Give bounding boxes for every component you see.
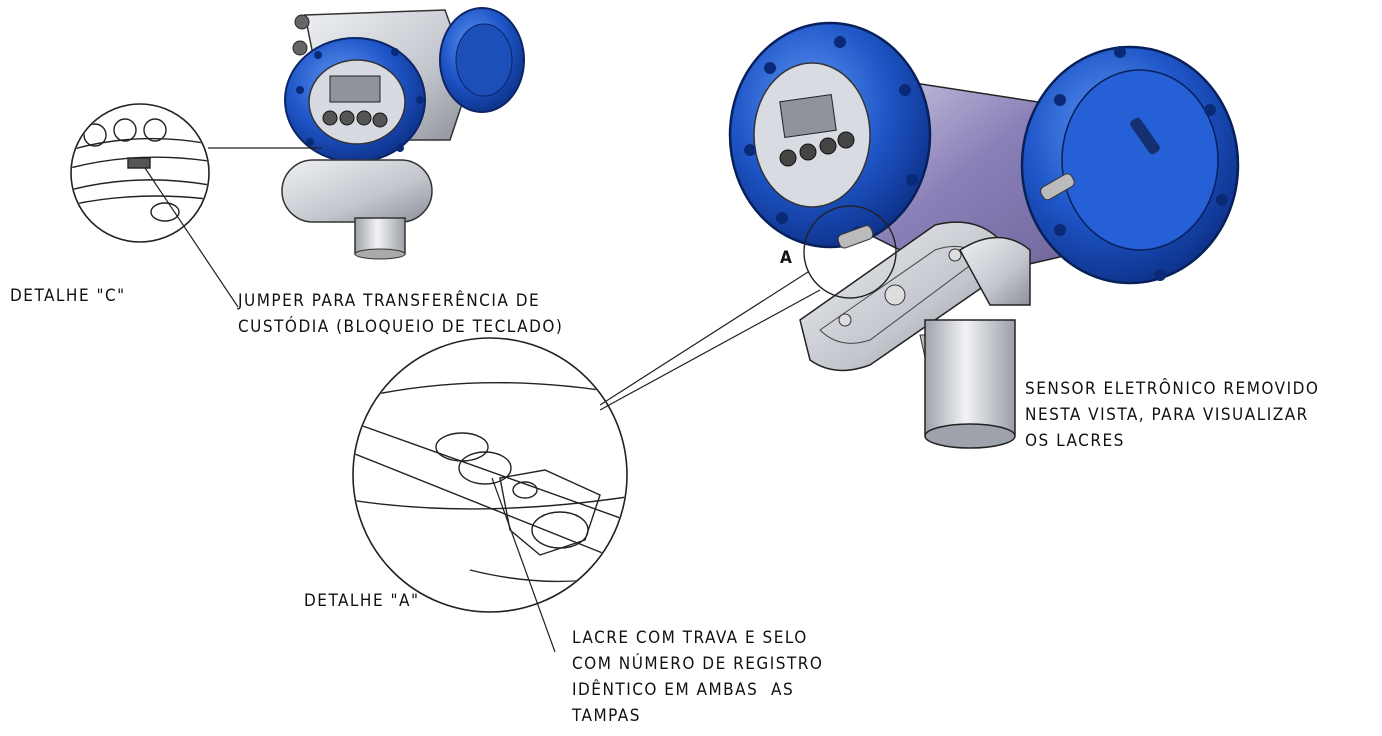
callout-a-text: A [780,248,794,268]
callout-a-label: A [780,245,793,271]
detail-a-text: DETALHE "A" [304,591,420,611]
seal-line-3: IDÊNTICO EM AMBAS AS [572,680,795,700]
jumper-line-2: CUSTÓDIA (BLOQUEIO DE TECLADO) [238,317,564,337]
detail-c-text: DETALHE "C" [10,286,126,306]
jumper-label: JUMPER PARA TRANSFERÊNCIA DE CUSTÓDIA (B… [238,288,563,340]
leader-jumper [144,167,239,308]
sensor-line-3: OS LACRES [1025,431,1125,451]
sensor-removed-label: SENSOR ELETRÔNICO REMOVIDO NESTA VISTA, … [1025,376,1319,454]
callout-circle-a [803,205,897,299]
detail-c-label: DETALHE "C" [10,283,126,309]
seal-line-4: TAMPAS [572,706,641,726]
leader-a-lower [599,289,821,411]
leader-lines [144,147,821,653]
seal-line-1: LACRE COM TRAVA E SELO [572,628,808,648]
leader-seal [491,477,556,653]
detail-a-label: DETALHE "A" [304,588,419,614]
jumper-line-1: JUMPER PARA TRANSFERÊNCIA DE [238,291,541,311]
sensor-line-2: NESTA VISTA, PARA VISUALIZAR [1025,405,1309,425]
small-transmitter-illustration [281,7,525,260]
leader-a-upper [599,271,809,406]
large-transmitter-illustration [728,21,1240,449]
seal-line-2: COM NÚMERO DE REGISTRO [572,654,824,674]
detail-c-magnified-view [70,103,210,243]
seal-description-label: LACRE COM TRAVA E SELO COM NÚMERO DE REG… [572,625,823,729]
detail-a-magnified-view [352,337,628,613]
sensor-line-1: SENSOR ELETRÔNICO REMOVIDO [1025,379,1320,399]
